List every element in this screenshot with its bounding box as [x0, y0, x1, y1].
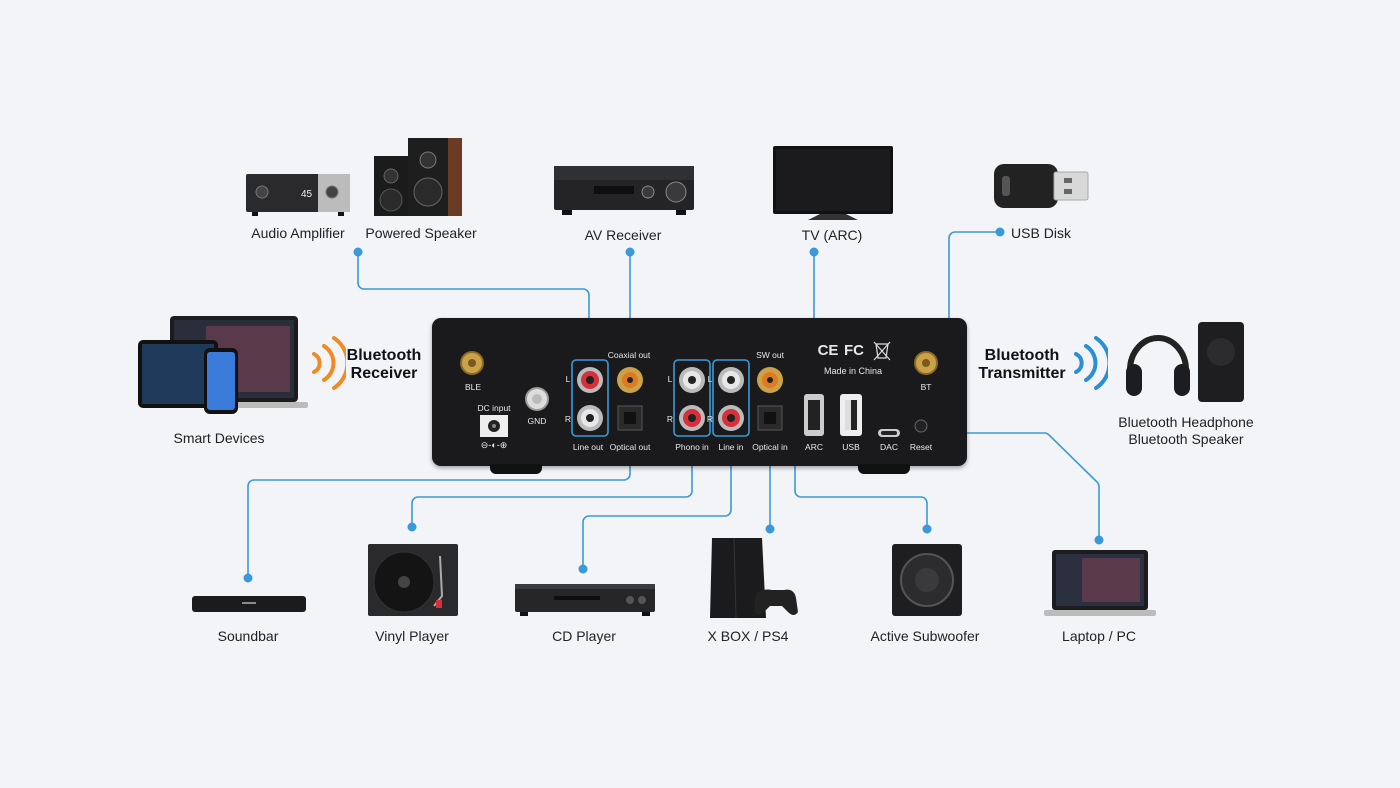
- label-av-receiver: AV Receiver: [584, 227, 662, 243]
- bluetooth-headphone-speaker-image: [1126, 322, 1244, 402]
- dc-polarity-icon: ⊖-◐-⊕: [480, 440, 508, 450]
- label-bt-speaker: Bluetooth Speaker: [1128, 431, 1244, 447]
- port-label-line-out: Line out: [572, 442, 604, 452]
- panel-ports: [460, 341, 938, 437]
- av-receiver-image: [554, 166, 694, 215]
- port-label-reset: Reset: [909, 442, 933, 452]
- phono-l: L: [667, 374, 673, 384]
- label-audio-amplifier: Audio Amplifier: [251, 225, 345, 241]
- port-label-bt: BT: [920, 382, 932, 392]
- wire-cd: [582, 440, 732, 569]
- wire-laptop: [895, 432, 1100, 540]
- line-out-l: L: [565, 374, 571, 384]
- ce-mark: CE: [817, 342, 839, 359]
- bt-transmitter-line2: Transmitter: [978, 365, 1066, 382]
- vinyl-player-image: [368, 544, 458, 616]
- label-powered-speaker: Powered Speaker: [365, 225, 477, 241]
- port-label-sw-out: SW out: [756, 350, 784, 360]
- fc-mark: FC: [844, 342, 864, 359]
- port-label-optical-out: Optical out: [609, 442, 651, 452]
- port-label-usb: USB: [842, 442, 860, 452]
- port-label-dc-input: DC input: [477, 403, 511, 413]
- made-in-label: Made in China: [823, 366, 883, 376]
- bluetooth-transmitter-label: Bluetooth Transmitter: [978, 347, 1065, 383]
- wire-dot-cd: [578, 564, 588, 574]
- label-soundbar: Soundbar: [217, 628, 279, 644]
- wire-soundbar: [247, 440, 631, 578]
- line-out-r: R: [564, 414, 572, 424]
- phono-r: R: [666, 414, 674, 424]
- tv-image: [773, 146, 893, 220]
- amp-display-text: 45: [301, 189, 313, 200]
- wire-amplifier: [357, 252, 590, 370]
- label-xbox-ps4: X BOX / PS4: [707, 628, 789, 644]
- label-bt-headphone-speaker: Bluetooth Headphone Bluetooth Speaker: [1118, 414, 1253, 448]
- wire-dot-xbox: [765, 524, 775, 534]
- label-tv-arc: TV (ARC): [801, 227, 863, 243]
- bt-transmitter-line1: Bluetooth: [984, 347, 1060, 364]
- wire-dot-subwoofer: [922, 524, 932, 534]
- label-smart-devices: Smart Devices: [173, 430, 265, 446]
- wire-dot-av-receiver: [625, 247, 635, 257]
- label-vinyl-player: Vinyl Player: [375, 628, 449, 644]
- port-label-line-in: Line in: [718, 442, 744, 452]
- port-label-dac: DAC: [880, 442, 898, 452]
- bluetooth-receiver-waves-icon: [312, 336, 346, 390]
- right-foot: [858, 464, 910, 474]
- port-label-ble: BLE: [464, 382, 482, 392]
- label-laptop-pc: Laptop / PC: [1062, 628, 1136, 644]
- label-usb-disk: USB Disk: [1011, 225, 1071, 241]
- wire-vinyl: [411, 440, 693, 527]
- subwoofer-image: [892, 544, 962, 616]
- wire-dot-laptop: [1094, 535, 1104, 545]
- label-bt-headphone: Bluetooth Headphone: [1118, 414, 1254, 430]
- wire-dot-usb-disk: [995, 227, 1005, 237]
- bluetooth-transmitter-waves-icon: [1074, 336, 1108, 390]
- game-console-image: [710, 537, 798, 619]
- bt-receiver-line1: Bluetooth: [346, 347, 422, 364]
- port-label-optical-in: Optical in: [752, 442, 788, 452]
- wire-dot-tv: [809, 247, 819, 257]
- dac-rear-panel: BLE GND DC input ⊖-◐-⊕ Coaxial out L R L…: [432, 318, 967, 474]
- bluetooth-receiver-label: Bluetooth Receiver: [347, 347, 422, 383]
- wire-dot-soundbar: [243, 573, 253, 583]
- laptop-image: [1044, 550, 1156, 616]
- left-foot: [490, 464, 542, 474]
- powered-speaker-image: [374, 138, 462, 216]
- port-label-phono-in: Phono in: [675, 442, 709, 452]
- port-label-arc: ARC: [805, 442, 823, 452]
- audio-amplifier-image: 45: [246, 174, 350, 216]
- line-in-l: L: [707, 374, 713, 384]
- wire-dot-vinyl: [407, 522, 417, 532]
- port-label-coaxial-out: Coaxial out: [607, 350, 651, 360]
- wire-dot-amplifier: [353, 247, 363, 257]
- bt-receiver-line2: Receiver: [350, 365, 418, 382]
- cd-player-image: [515, 584, 655, 616]
- usb-disk-image: [994, 164, 1089, 208]
- smart-devices-image: [138, 316, 308, 414]
- line-in-r: R: [706, 414, 714, 424]
- port-label-gnd: GND: [527, 416, 547, 426]
- label-active-subwoofer: Active Subwoofer: [870, 628, 980, 644]
- label-cd-player: CD Player: [552, 628, 616, 644]
- soundbar-image: [192, 596, 306, 612]
